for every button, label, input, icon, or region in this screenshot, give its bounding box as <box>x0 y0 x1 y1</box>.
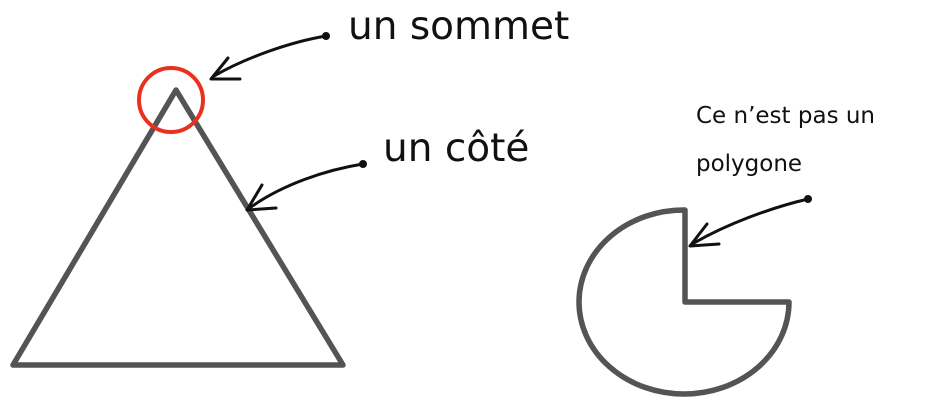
not-polygon-label: Ce n’est pas un polygone <box>696 92 875 188</box>
not-polygon-label-line-1: Ce n’est pas un <box>696 103 876 129</box>
side-arrow-icon <box>245 160 367 212</box>
vertex-highlight-circle <box>137 66 205 134</box>
vertex-arrow-icon <box>209 32 330 81</box>
not-polygon-label-line-2: polygone <box>696 151 803 177</box>
non-polygon-shape <box>576 207 792 397</box>
triangle-shape <box>10 87 346 368</box>
vertex-label: un sommet <box>348 4 570 49</box>
side-label: un côté <box>383 126 530 171</box>
non-polygon-arrow-icon <box>688 195 812 248</box>
